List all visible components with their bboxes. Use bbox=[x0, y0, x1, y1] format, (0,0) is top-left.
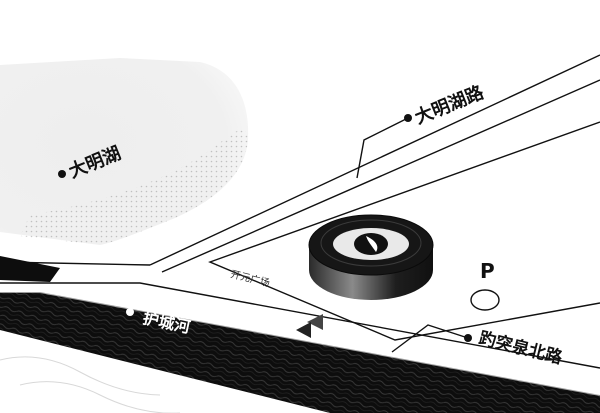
parking-icon[interactable]: P bbox=[470, 259, 500, 311]
label-spring-road: 趵突泉北路 bbox=[477, 327, 566, 368]
dark-band-left bbox=[0, 256, 60, 282]
eye-icon bbox=[333, 228, 409, 260]
leader-lake-road bbox=[356, 117, 409, 179]
dot-lake bbox=[58, 170, 66, 178]
parking-marker bbox=[470, 289, 500, 311]
river-light-edge bbox=[0, 291, 600, 396]
leader-spring-road bbox=[391, 324, 469, 353]
moat-river bbox=[0, 292, 600, 413]
dot-moat bbox=[126, 308, 134, 316]
lake-dotted-shore bbox=[20, 129, 248, 245]
label-lake-road: 大明湖路 bbox=[412, 81, 488, 129]
parking-label: P bbox=[480, 259, 495, 283]
road-lake-outline-upper bbox=[149, 54, 600, 266]
bottom-wave-lines bbox=[0, 356, 180, 413]
dot-spring-road bbox=[464, 334, 472, 342]
road-lake-outline-lower bbox=[161, 79, 600, 273]
disc-top-highlight bbox=[320, 219, 422, 267]
arrow-left-icon bbox=[296, 314, 323, 338]
dot-lake-road bbox=[404, 114, 412, 122]
road-edge-middle bbox=[0, 282, 600, 369]
landmark-disc[interactable] bbox=[308, 214, 434, 300]
